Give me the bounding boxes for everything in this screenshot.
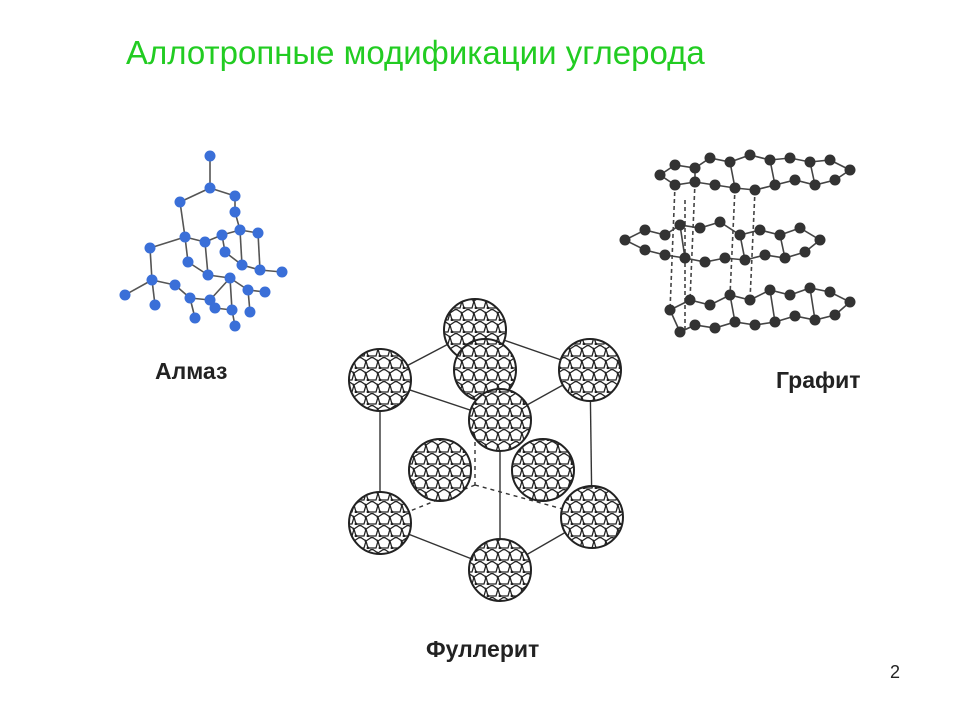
slide-title: Аллотропные модификации углерода xyxy=(126,34,705,71)
graphite-layers-image xyxy=(619,149,856,338)
fullerite-crystal-image xyxy=(348,298,624,602)
diamond-lattice-image xyxy=(119,150,288,332)
page-number: 2 xyxy=(890,662,901,682)
graphite-label: Графит xyxy=(776,367,861,393)
diamond-label: Алмаз xyxy=(155,358,228,384)
fullerite-label: Фуллерит xyxy=(426,636,540,662)
